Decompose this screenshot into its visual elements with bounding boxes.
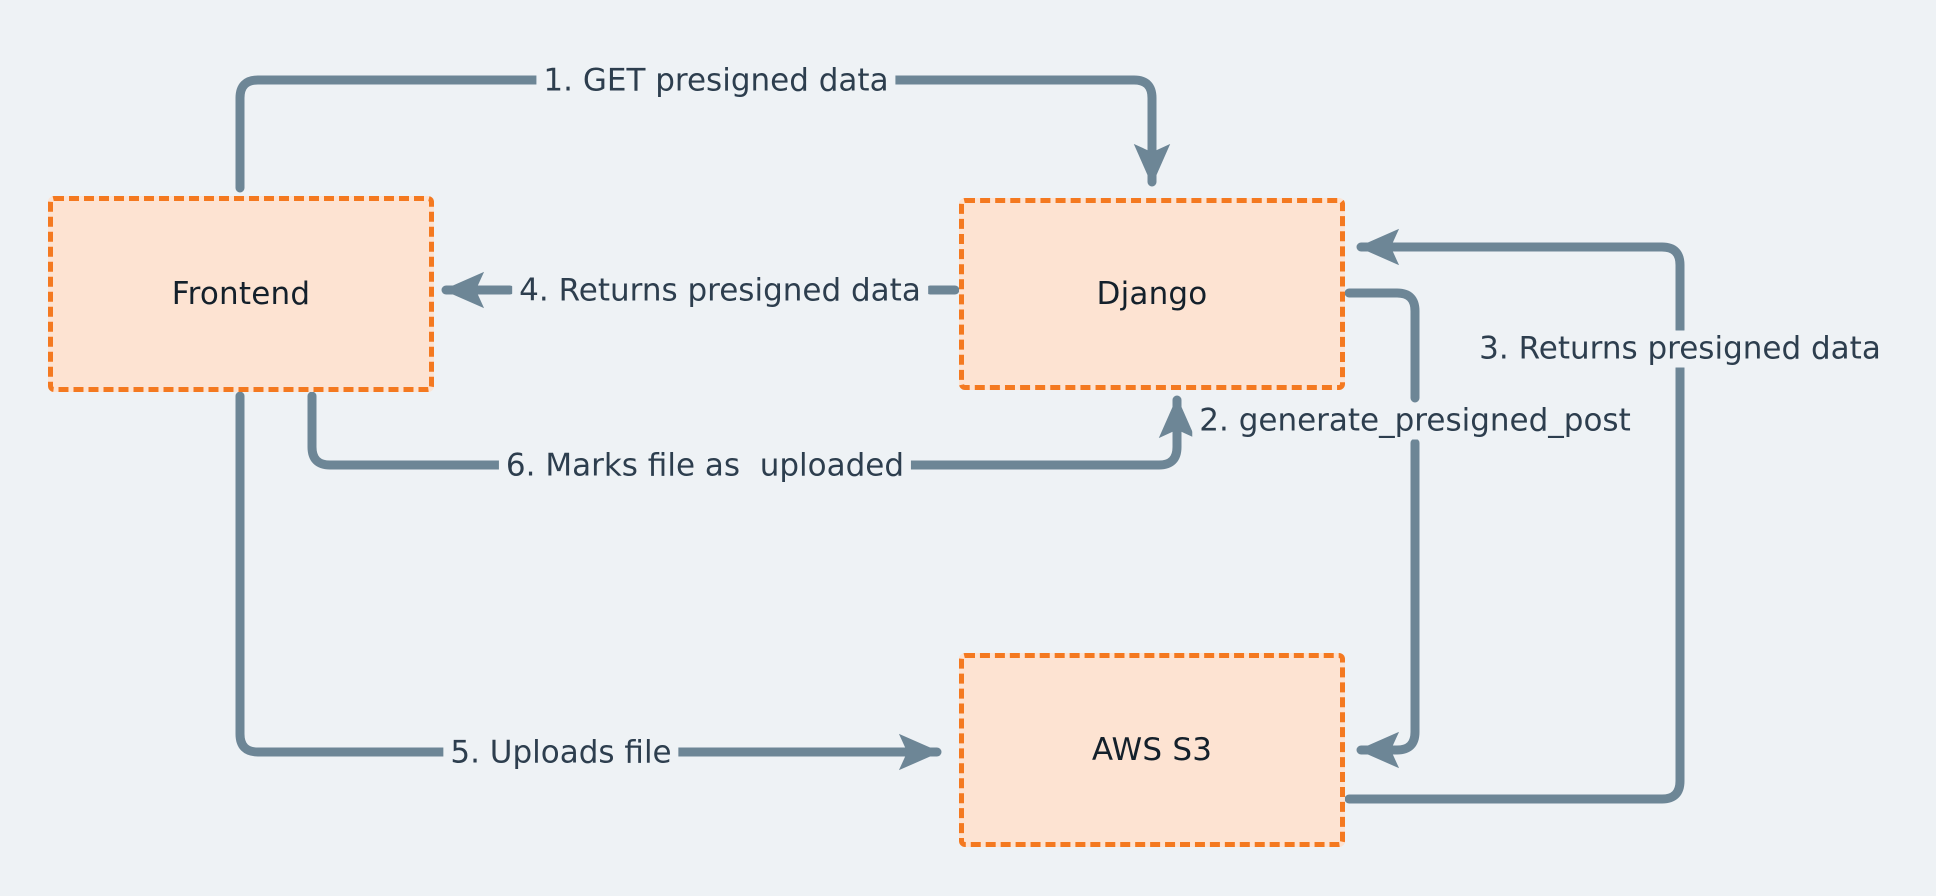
- edge-path-step-5: [235, 391, 513, 757]
- edge-label-step-5: 5. Uploads file: [443, 734, 679, 772]
- node-frontend-label: Frontend: [171, 276, 311, 312]
- edge-label-step-4: 4. Returns presigned data: [512, 272, 928, 310]
- edge-path-step-1: [235, 75, 550, 193]
- node-aws-s3[interactable]: AWS S3: [959, 653, 1345, 847]
- edge-path-step-6: [307, 391, 510, 470]
- node-django[interactable]: Django: [959, 198, 1345, 390]
- edge-path-step-3: [1344, 363, 1685, 804]
- node-aws-s3-label: AWS S3: [1091, 732, 1213, 768]
- edge-label-step-1: 1. GET presigned data: [536, 62, 896, 100]
- edge-label-step-6: 6. Marks file as uploaded: [498, 447, 912, 485]
- edge-path-step-1-b: [883, 75, 1171, 187]
- edge-label-step-2: 2. generate_presigned_post: [1192, 402, 1638, 440]
- edge-path-step-2-b: [1356, 438, 1420, 769]
- edge-label-step-3: 3. Returns presigned data: [1472, 330, 1888, 368]
- edge-path-step-3-b: [1356, 228, 1685, 335]
- node-django-label: Django: [1096, 276, 1208, 312]
- edge-path-step-2: [1344, 288, 1420, 403]
- node-frontend[interactable]: Frontend: [48, 196, 434, 392]
- edge-path-step-6-b: [900, 395, 1196, 470]
